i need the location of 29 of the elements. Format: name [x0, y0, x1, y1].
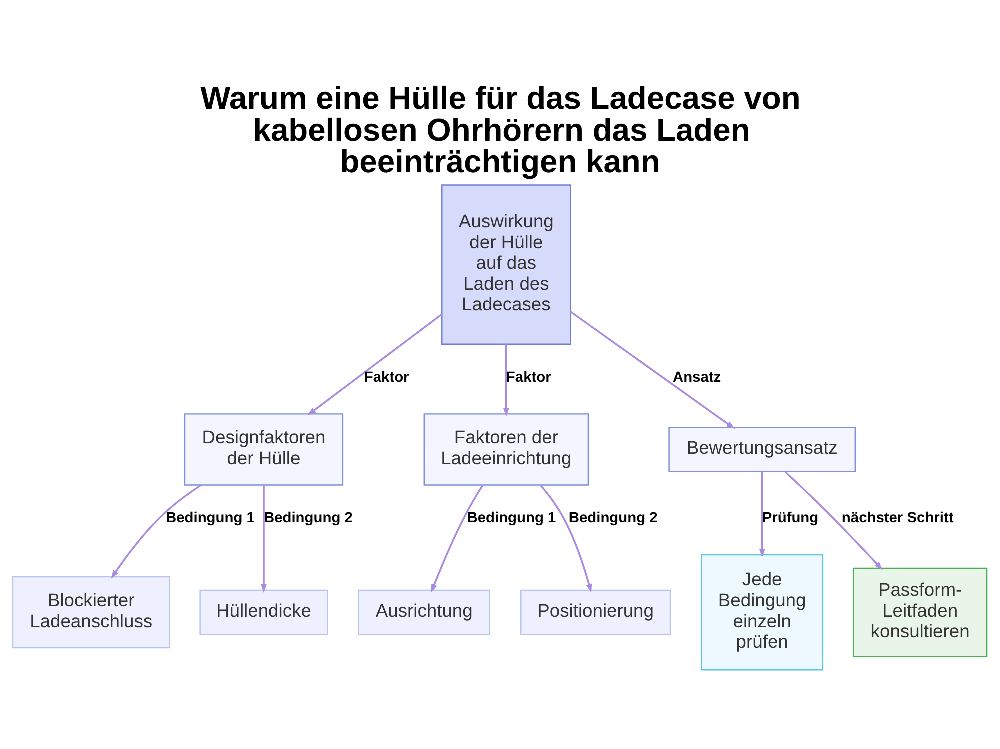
edge-label: Bedingung 2	[568, 510, 658, 526]
diagram-title: Warum eine Hülle für das Ladecase von kabellosen Ohrhörern das Laden beeinträchtigen kann	[200, 80, 801, 180]
edge-label: Prüfung	[762, 510, 819, 526]
arrow	[540, 484, 592, 592]
edge-label: Bedingung 1	[467, 510, 556, 526]
arrow	[260, 484, 267, 592]
node-box: Positionierung	[520, 589, 672, 635]
arrow	[308, 313, 443, 416]
edge-label: Faktor	[364, 369, 410, 386]
node-box: Blockierter Ladeanschluss	[12, 576, 170, 648]
arrow	[784, 470, 883, 570]
edge-label: Bedingung 2	[264, 510, 353, 526]
node-box: Jede Bedingung einzeln prüfen	[701, 554, 824, 670]
arrow	[111, 484, 202, 578]
node-box: Bewertungsansatz	[668, 426, 856, 472]
arrow	[570, 310, 736, 429]
node-box: Hüllendicke	[200, 589, 328, 635]
node-box: Auswirkung der Hülle auf das Laden des Ladecases	[442, 184, 572, 344]
node-box: Ausrichtung	[358, 589, 491, 635]
arrow	[431, 484, 484, 592]
edge-label: nächster Schritt	[842, 510, 954, 526]
edge-label: Ansatz	[672, 369, 722, 386]
node-box: Designfaktoren der Hülle	[184, 413, 344, 486]
node-box: Passform-Leitfaden konsultieren	[852, 567, 988, 657]
edge-label: Faktor	[506, 369, 552, 386]
arrow	[503, 344, 510, 416]
arrow	[759, 471, 766, 558]
edge-label: Bedingung 1	[166, 510, 255, 526]
node-box: Faktoren der Ladeeinrichtung	[424, 413, 590, 486]
